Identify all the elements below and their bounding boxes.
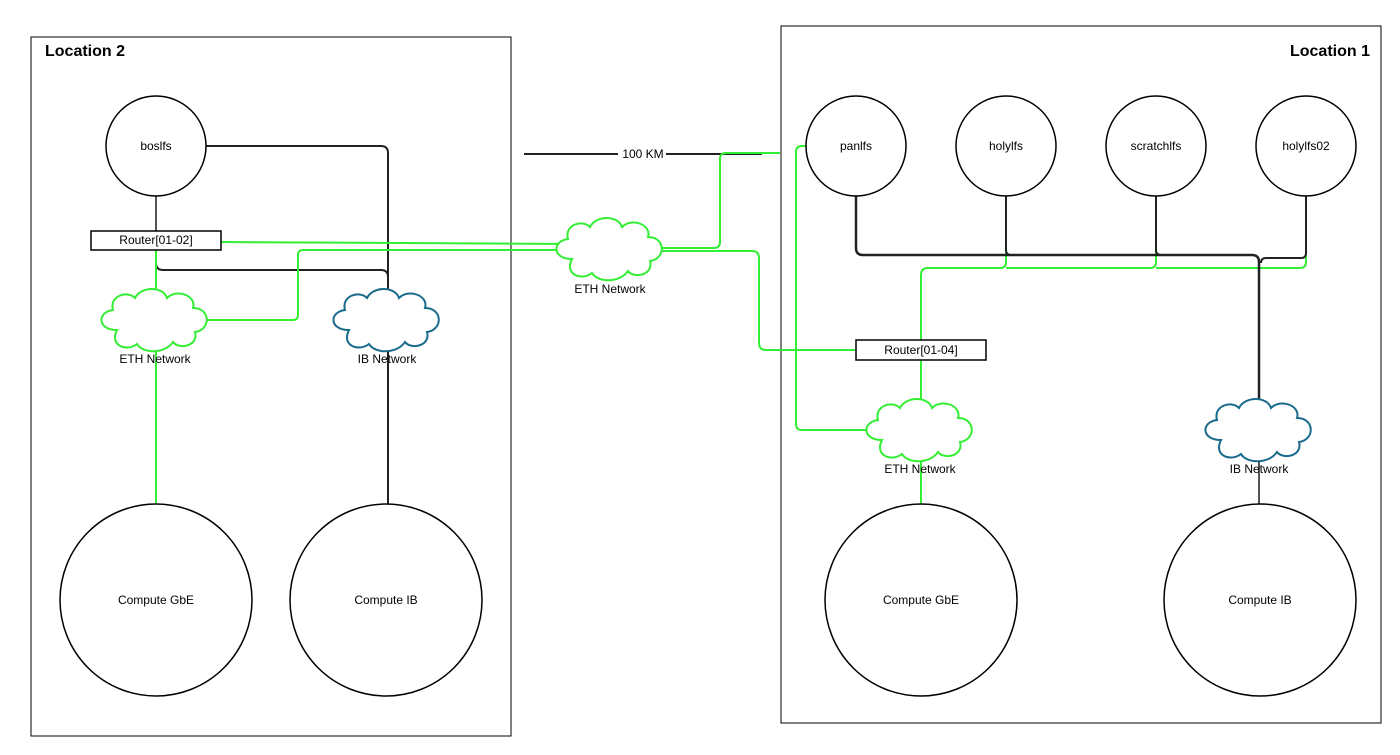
storage-node-holylfs[interactable]: holylfs — [955, 95, 1057, 197]
compute-gbe-label-location-2: Compute GbE — [118, 593, 194, 607]
ib-network-label-location-1: IB Network — [1230, 462, 1290, 476]
storage-label-holylfs: holylfs — [989, 139, 1023, 153]
ib-network-cloud-location-2[interactable]: IB Network — [332, 288, 440, 366]
compute-gbe-node-location-1[interactable]: Compute GbE — [824, 503, 1018, 697]
storage-node-scratchlfs[interactable]: scratchlfs — [1105, 95, 1207, 197]
storage-node-holylfs02[interactable]: holylfs02 — [1255, 95, 1357, 197]
eth-network-cloud-wan[interactable]: ETH Network — [555, 217, 663, 296]
wire-wan-eth-up — [655, 152, 780, 249]
wire-holylfs02-ib — [1260, 196, 1307, 264]
wire-panlfs-ib-bus — [854, 196, 1261, 402]
compute-gbe-node-location-2[interactable]: Compute GbE — [59, 503, 253, 697]
wire-wan-eth-router14 — [655, 250, 857, 351]
storage-node-panlfs[interactable]: panlfs — [805, 95, 907, 197]
wires: 100 KM — [155, 145, 1307, 505]
compute-gbe-label-location-1: Compute GbE — [883, 593, 959, 607]
router-label-01-04: Router[01-04] — [884, 343, 957, 357]
compute-ib-node-location-2[interactable]: Compute IB — [289, 503, 483, 697]
eth-network-label-wan: ETH Network — [574, 282, 646, 296]
ib-network-cloud-location-1[interactable]: IB Network — [1204, 398, 1312, 476]
wire-storage-eth-bus — [920, 196, 1007, 341]
wire-holylfs02-eth — [1156, 196, 1307, 269]
wire-panlfs-eth1 — [795, 145, 872, 431]
router-node-01-02[interactable]: Router[01-02] — [90, 230, 222, 251]
eth-network-cloud-location-2[interactable]: ETH Network — [100, 288, 208, 366]
wire-scratchlfs-eth — [1006, 196, 1157, 269]
storage-label-scratchlfs: scratchlfs — [1131, 139, 1182, 153]
wire-eth2-wan-eth — [200, 249, 570, 321]
storage-label-holylfs02: holylfs02 — [1282, 139, 1330, 153]
storage-label-panlfs: panlfs — [840, 139, 872, 153]
router-node-01-04[interactable]: Router[01-04] — [855, 339, 987, 361]
eth-network-cloud-location-1[interactable]: ETH Network — [865, 398, 973, 476]
eth-network-label-location-1: ETH Network — [884, 462, 956, 476]
compute-ib-label-location-1: Compute IB — [1228, 593, 1291, 607]
eth-network-label-location-2: ETH Network — [119, 352, 191, 366]
wire-router12-wan-eth — [220, 241, 571, 245]
storage-node-boslfs[interactable]: boslfs — [105, 95, 207, 197]
location-1-title: Location 1 — [1290, 43, 1370, 60]
storage-label-boslfs: boslfs — [140, 139, 171, 153]
wire-boslfs-ib — [206, 145, 389, 505]
distance-label: 100 KM — [622, 147, 663, 161]
router-label-01-02: Router[01-02] — [119, 233, 192, 247]
wire-holylfs-ib — [1005, 196, 1012, 256]
location-2-title: Location 2 — [45, 43, 125, 60]
compute-ib-label-location-2: Compute IB — [354, 593, 417, 607]
ib-network-label-location-2: IB Network — [358, 352, 418, 366]
compute-ib-node-location-1[interactable]: Compute IB — [1163, 503, 1357, 697]
wire-scratchlfs-ib — [1155, 196, 1162, 256]
